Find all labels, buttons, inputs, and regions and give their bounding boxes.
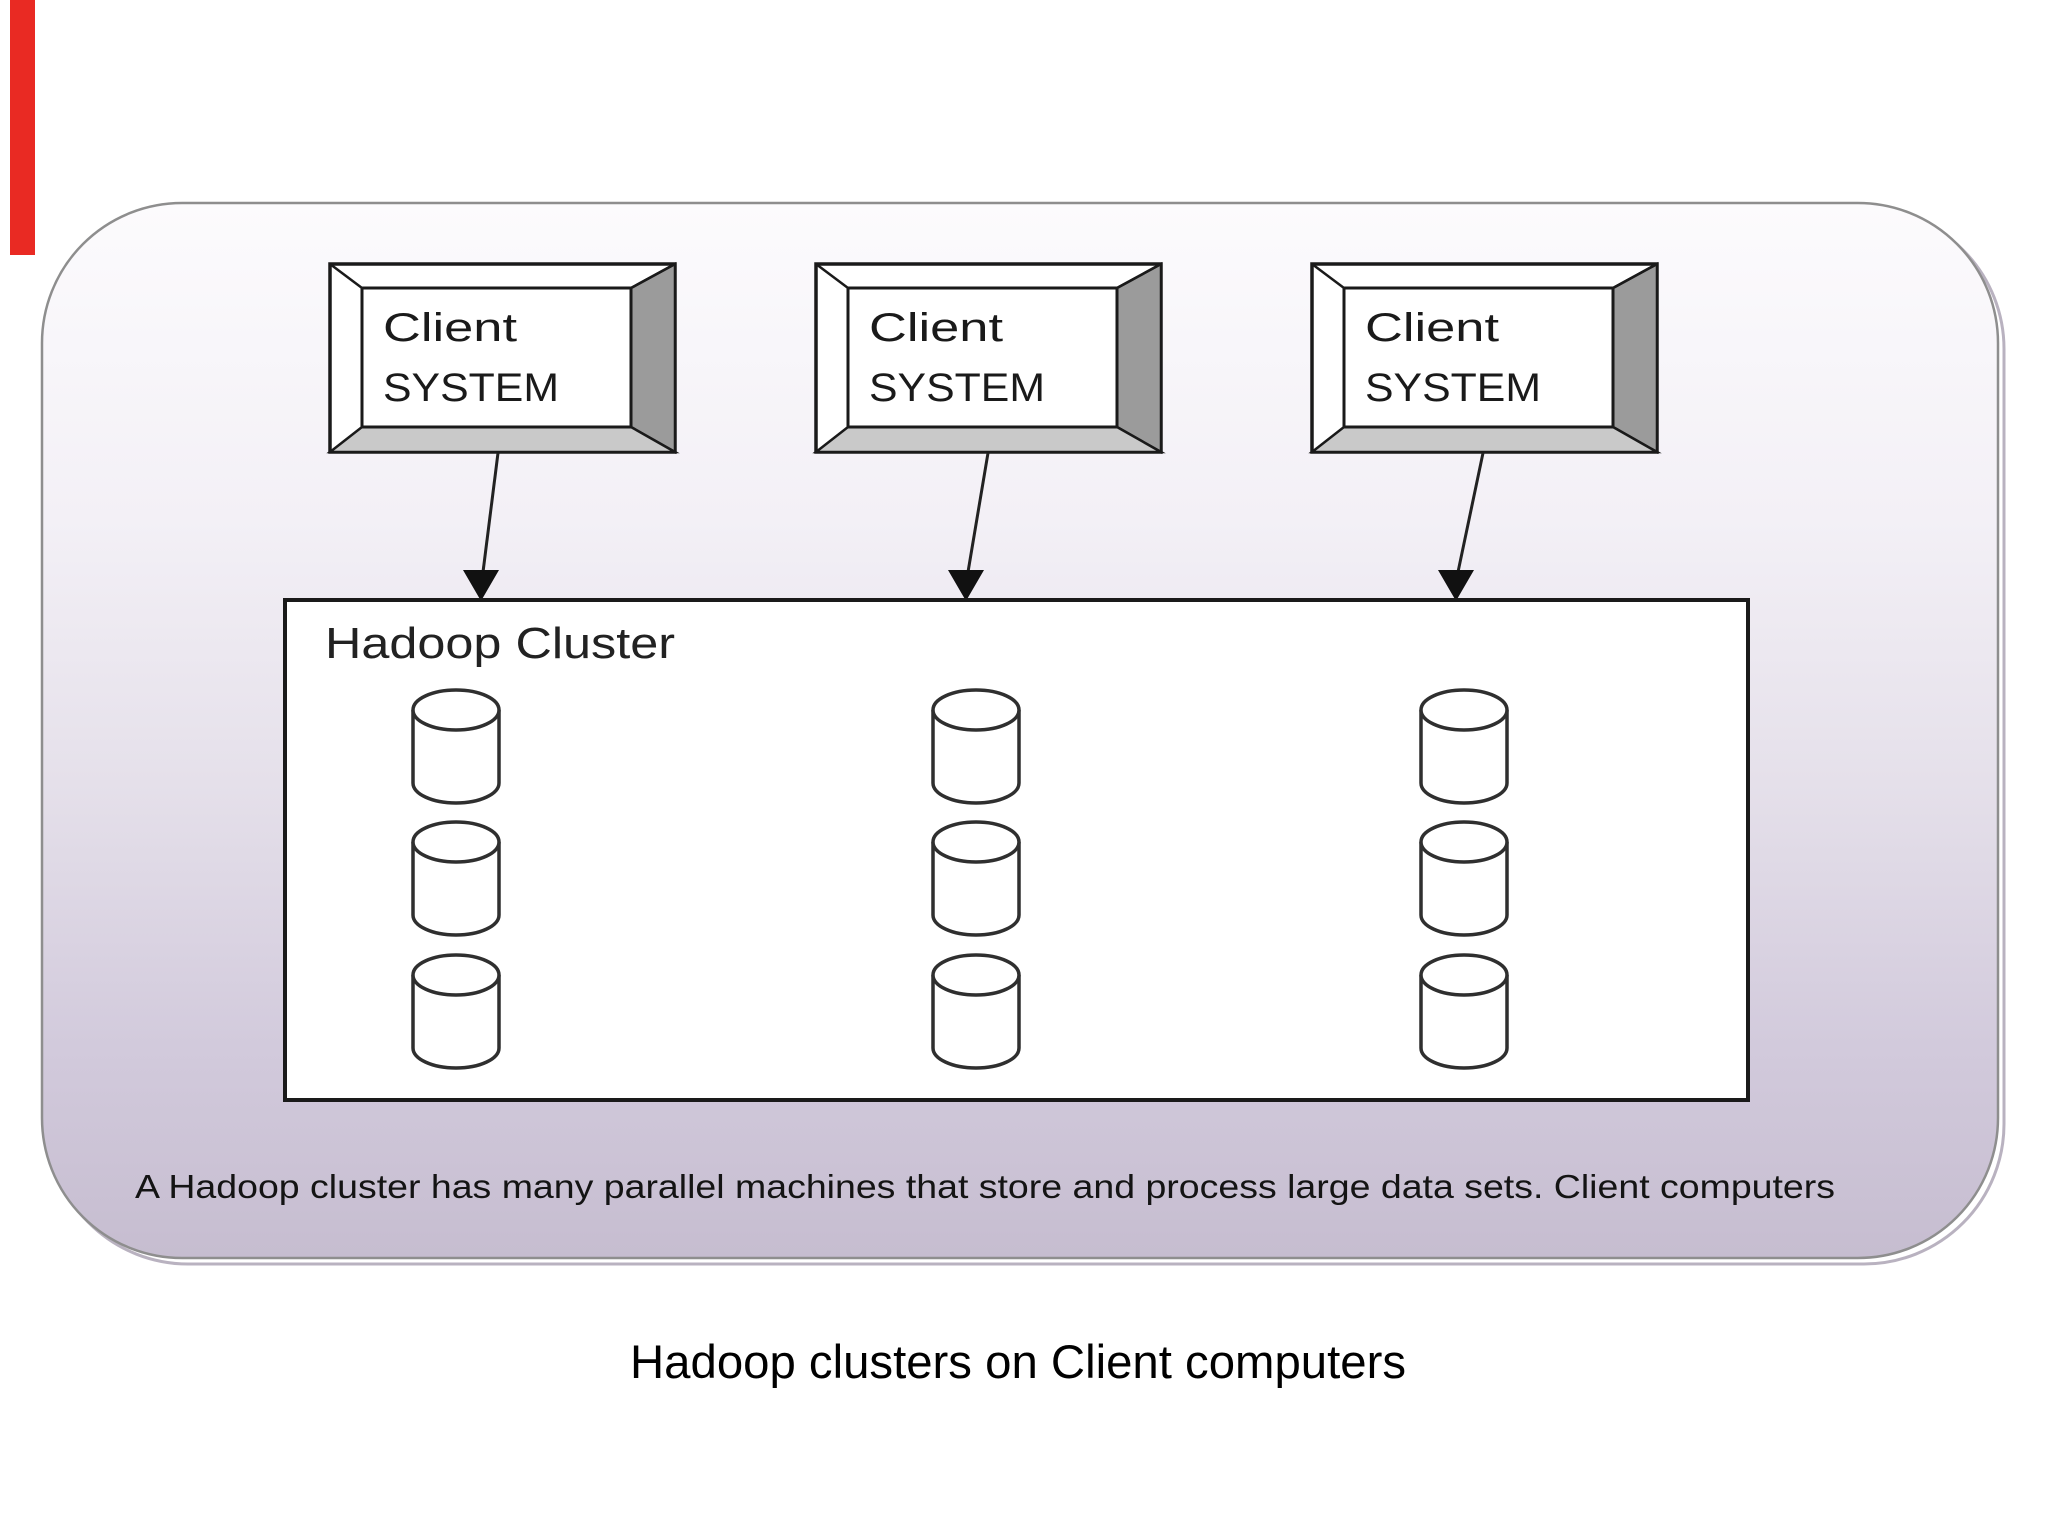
client-box-label-line1: Client [383, 306, 517, 350]
client-box-label-line2: SYSTEM [1365, 366, 1541, 410]
database-cylinder-icon [411, 820, 501, 937]
database-cylinder-icon [1419, 820, 1509, 937]
client-system-box: Client SYSTEM [326, 261, 680, 455]
database-cylinder-icon [931, 953, 1021, 1070]
bevel-right-face [629, 261, 677, 455]
database-cylinder-icon [411, 688, 501, 805]
client-system-box: Client SYSTEM [1308, 261, 1662, 455]
red-artifact-bar [10, 0, 35, 255]
arrowhead-group [463, 570, 1474, 601]
arrow-connector [481, 452, 500, 573]
bevel-right-face [1115, 261, 1163, 455]
client-box-label-line1: Client [1365, 306, 1499, 350]
database-cylinder-icon [1419, 688, 1509, 805]
bevel-bottom-face [326, 425, 680, 454]
client-box-label-line2: SYSTEM [383, 366, 559, 410]
arrow-connector [966, 452, 990, 573]
bevel-bottom-face [812, 425, 1166, 454]
bevel-right-face [1611, 261, 1659, 455]
hadoop-cluster-label: Hadoop Cluster [325, 619, 675, 668]
database-cylinder-icon [411, 953, 501, 1070]
arrowhead-down-icon [948, 570, 984, 601]
database-cylinder-icon [1419, 953, 1509, 1070]
arrowhead-down-icon [1438, 570, 1474, 601]
client-box-label-line2: SYSTEM [869, 366, 1045, 410]
client-box-label-line1: Client [869, 306, 1003, 350]
arrowhead-down-icon [463, 570, 499, 601]
arrow-connector [1456, 452, 1485, 573]
arrow-group [481, 452, 1485, 573]
database-cylinder-icon [931, 820, 1021, 937]
panel-note-text: A Hadoop cluster has many parallel machi… [135, 1168, 1835, 1205]
bevel-bottom-face [1308, 425, 1662, 454]
client-system-box: Client SYSTEM [812, 261, 1166, 455]
caption: Hadoop clusters on Client computers [630, 1335, 1406, 1388]
database-cylinder-icon [931, 688, 1021, 805]
